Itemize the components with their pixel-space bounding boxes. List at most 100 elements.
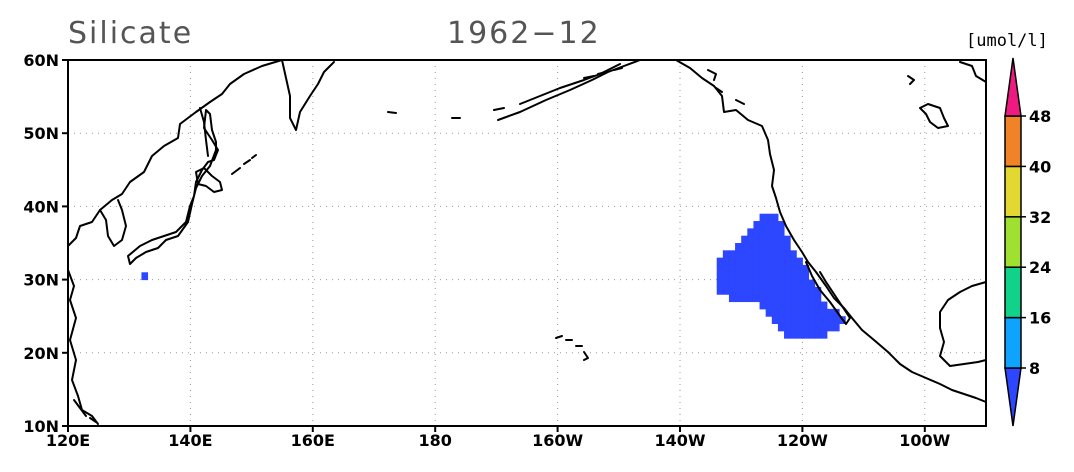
data-cell [735, 294, 742, 303]
lat-tick-label: 60N [23, 51, 59, 70]
data-cell [814, 330, 822, 339]
data-cell [759, 250, 767, 259]
data-cell [796, 330, 803, 339]
data-cell [747, 279, 754, 288]
data-cell [808, 316, 816, 325]
data-cell [796, 294, 803, 303]
data-cell [790, 272, 797, 281]
data-cell [771, 213, 779, 222]
colorbar-label: 48 [1029, 107, 1051, 126]
data-cell [784, 243, 791, 251]
gulf-mexico-coast [939, 281, 987, 367]
data-cell [784, 308, 791, 317]
philippines-coast [73, 399, 97, 423]
data-cell [784, 301, 791, 310]
data-cell [753, 279, 761, 288]
lon-tick-label: 120E [46, 431, 90, 450]
data-cell [747, 264, 754, 273]
canada-islands [707, 61, 987, 129]
data-cell [784, 286, 791, 295]
data-cell [765, 286, 773, 295]
data-cell [796, 301, 803, 310]
data-cell [728, 250, 736, 259]
data-cell [753, 250, 761, 259]
data-cell [784, 330, 791, 339]
data-cell [759, 264, 767, 273]
data-cell [747, 243, 754, 251]
data-cell [759, 279, 767, 288]
data-cell [753, 257, 761, 266]
lon-tick-label: 100W [899, 431, 950, 450]
data-cell [820, 308, 828, 317]
data-cell [722, 286, 730, 295]
data-cell [808, 286, 816, 295]
aleutian-islands [387, 63, 621, 119]
colorbar-label: 16 [1029, 309, 1051, 328]
data-cell [833, 323, 840, 332]
data-cell [759, 221, 767, 229]
lon-tick-label: 180 [418, 431, 451, 450]
lat-tick-label: 10N [23, 417, 59, 436]
data-cell [814, 294, 822, 303]
colorbar-segment [1004, 216, 1022, 268]
data-cell [771, 250, 779, 259]
data-cell [820, 323, 828, 332]
lon-tick-label: 120W [777, 431, 828, 450]
data-cell [728, 264, 736, 273]
data-cell [765, 308, 773, 317]
map-frame [67, 59, 987, 427]
colorbar-segment [1004, 115, 1022, 168]
data-cell [735, 286, 742, 295]
data-cell [716, 279, 724, 288]
data-cell [741, 235, 748, 244]
lat-tick-label: 30N [23, 271, 59, 290]
data-cell [141, 272, 149, 281]
data-cell [716, 286, 724, 295]
lat-tick-label: 40N [23, 197, 59, 216]
data-cell [735, 279, 742, 288]
grid-lines [68, 60, 986, 426]
data-cell [771, 257, 779, 266]
data-cell [741, 264, 748, 273]
data-cell [741, 272, 748, 281]
data-cell [833, 308, 840, 317]
data-cell [728, 279, 736, 288]
data-cell [796, 257, 803, 266]
data-cell [802, 279, 810, 288]
data-cell [784, 235, 791, 244]
data-cell [777, 235, 785, 244]
data-cell [808, 294, 816, 303]
alaska-peninsula [497, 59, 641, 121]
data-cell [802, 272, 810, 281]
data-cell [728, 257, 736, 266]
china-south-coast [67, 269, 99, 425]
data-cell [796, 286, 803, 295]
data-cell [747, 272, 754, 281]
hawaii-islands [555, 335, 589, 361]
data-cell [735, 257, 742, 266]
data-cell [765, 228, 773, 237]
data-cell [808, 308, 816, 317]
data-cell [771, 286, 779, 295]
data-cell [747, 294, 754, 303]
data-cell [765, 243, 773, 251]
data-cell [741, 294, 748, 303]
data-cell [777, 316, 785, 325]
data-cell [765, 279, 773, 288]
data-cell [802, 294, 810, 303]
data-cell [777, 323, 785, 332]
data-cell [808, 330, 816, 339]
data-cell [771, 235, 779, 244]
lon-tick-label: 140E [168, 431, 212, 450]
data-cell [784, 264, 791, 273]
data-cell [759, 243, 767, 251]
data-cell [784, 279, 791, 288]
data-cell [814, 316, 822, 325]
data-cell [814, 301, 822, 310]
data-cell [759, 272, 767, 281]
data-cell [790, 294, 797, 303]
data-cell [753, 228, 761, 237]
lat-tick-label: 20N [23, 344, 59, 363]
